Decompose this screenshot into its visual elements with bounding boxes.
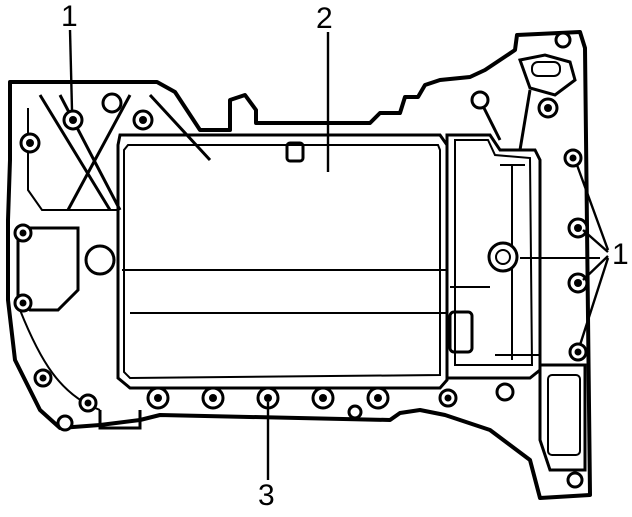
rib-cross-3 — [66, 94, 132, 211]
bolt-core — [264, 394, 272, 402]
right-housing-inner — [454, 139, 534, 366]
leader-1-right-b — [582, 229, 609, 253]
bolt-group-1-right — [537, 31, 589, 489]
bolt-core — [139, 116, 147, 124]
drain-plug — [487, 241, 519, 273]
bolt-group-1-top-left — [19, 109, 154, 154]
bolt-core — [39, 374, 47, 382]
bolt-group-left — [13, 223, 98, 432]
pan-body — [116, 133, 449, 390]
bolt-core — [569, 154, 577, 162]
bolt — [495, 382, 515, 402]
left-boss — [84, 244, 116, 276]
right-housing — [445, 133, 542, 380]
bolt-core — [574, 279, 582, 287]
label-oil-pan: 2 — [316, 2, 333, 35]
top-left-boss — [101, 92, 123, 114]
label-bolts-bottom: 3 — [258, 479, 275, 512]
tab-slot — [547, 374, 581, 456]
lower-right-tab — [538, 363, 587, 472]
bolt — [554, 31, 572, 49]
drain-plug-inner — [495, 249, 511, 265]
bracket-boss — [470, 90, 490, 110]
bottom-foot — [98, 410, 142, 430]
bracket-slot — [531, 61, 561, 77]
bolt-core — [574, 348, 582, 356]
bolt-core — [19, 299, 27, 307]
leader-1-right-c — [582, 255, 609, 281]
top-stud — [285, 141, 305, 163]
bolt-core — [319, 394, 327, 402]
rib-cross-4 — [148, 93, 212, 162]
bolt-core — [444, 394, 452, 402]
leader-1-right-d — [578, 257, 610, 346]
bolt-core — [154, 394, 162, 402]
leader-1-top-left — [68, 29, 74, 111]
bolt-core — [26, 139, 34, 147]
bolt-core — [69, 116, 77, 124]
side-boss — [448, 310, 474, 354]
label-bolts-right: 1 — [612, 238, 629, 271]
bolt-core — [19, 229, 27, 237]
bolt-core — [574, 224, 582, 232]
bolt — [56, 414, 74, 432]
label-bolts-top-left: 1 — [61, 0, 78, 33]
bolt-group-3-bottom — [146, 382, 515, 420]
leader-1-right-a — [575, 164, 610, 251]
bolt-core — [544, 104, 552, 112]
bolt-core — [374, 394, 382, 402]
bolt — [347, 404, 363, 420]
bolt — [566, 471, 584, 489]
bolt-core — [84, 399, 92, 407]
right-bracket — [518, 53, 577, 97]
rib-cross-1 — [38, 94, 112, 211]
bolt-core — [209, 394, 217, 402]
bracket-arm-2 — [518, 89, 532, 151]
pan-inner-rim — [123, 144, 441, 380]
